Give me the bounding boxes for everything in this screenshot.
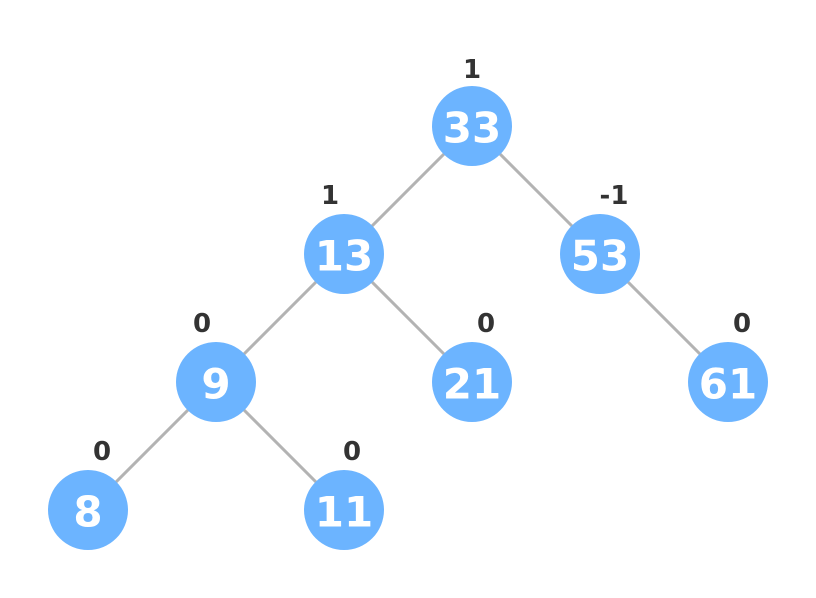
- node-circle: [432, 86, 512, 166]
- node-value: 11: [315, 488, 373, 537]
- balance-factor-label: 0: [733, 309, 751, 339]
- tree-node-21: 21: [432, 342, 512, 422]
- tree-node-13: 13: [304, 214, 384, 294]
- balance-factor-label: 0: [193, 309, 211, 339]
- tree-node-8: 8: [48, 470, 128, 550]
- node-circle: [304, 214, 384, 294]
- balance-factor-label: 0: [477, 309, 495, 339]
- node-circle: [432, 342, 512, 422]
- balance-factor-label: 1: [463, 55, 481, 85]
- tree-node-53: 53: [560, 214, 640, 294]
- node-value: 21: [443, 360, 501, 409]
- node-circle: [48, 470, 128, 550]
- node-value: 53: [571, 232, 629, 281]
- nodes-layer: 33 13 53 9 21 61 8 11: [48, 86, 768, 550]
- node-value: 8: [73, 488, 102, 537]
- node-circle: [560, 214, 640, 294]
- node-circle: [176, 342, 256, 422]
- node-value: 9: [201, 360, 230, 409]
- tree-node-33: 33: [432, 86, 512, 166]
- balance-factor-label: 1: [321, 181, 339, 211]
- balance-factor-label: 0: [93, 437, 111, 467]
- edges-layer: [86, 124, 730, 512]
- node-value: 33: [443, 104, 501, 153]
- tree-node-11: 11: [304, 470, 384, 550]
- balance-factor-label: 0: [343, 437, 361, 467]
- tree-node-61: 61: [688, 342, 768, 422]
- node-value: 13: [315, 232, 373, 281]
- node-circle: [688, 342, 768, 422]
- node-value: 61: [699, 360, 757, 409]
- balance-factor-label: -1: [600, 181, 629, 211]
- node-circle: [304, 470, 384, 550]
- balance-factors-layer: 1 1 -1 0 0 0 0 0: [93, 55, 751, 467]
- tree-node-9: 9: [176, 342, 256, 422]
